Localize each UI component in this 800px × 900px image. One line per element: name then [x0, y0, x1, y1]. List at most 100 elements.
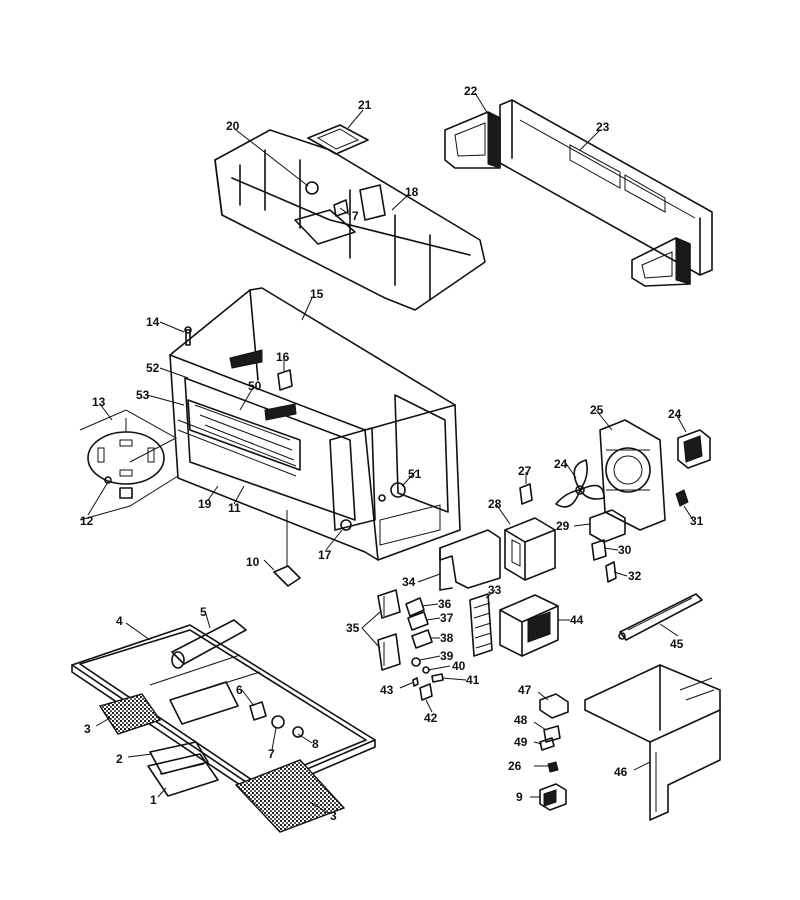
leader-lines — [87, 92, 694, 814]
callout-53: 53 — [136, 388, 150, 402]
callout-32: 32 — [628, 569, 642, 583]
air-guide-duct — [214, 129, 486, 311]
callout-44: 44 — [570, 613, 584, 627]
door-sensor — [277, 369, 293, 391]
lamp-socket — [169, 681, 267, 725]
wire-clamp — [675, 489, 689, 507]
callout-7-lower: 7 — [268, 747, 275, 761]
fuse-holder — [539, 725, 561, 751]
callout-16: 16 — [276, 350, 290, 364]
callout-1: 1 — [150, 793, 157, 807]
relay — [539, 693, 569, 719]
callout-43: 43 — [380, 683, 394, 697]
callout-24-fan: 24 — [554, 457, 568, 471]
callout-4: 4 — [116, 614, 123, 628]
callout-48: 48 — [514, 713, 528, 727]
callout-29: 29 — [556, 519, 570, 533]
callout-17: 17 — [318, 548, 332, 562]
callout-45: 45 — [670, 637, 684, 651]
micro-switch-upper — [405, 597, 425, 617]
noise-filter — [547, 761, 559, 773]
high-voltage-capacitor — [589, 509, 626, 543]
callout-8: 8 — [312, 737, 319, 751]
door-latch — [273, 510, 301, 587]
power-relay — [539, 783, 567, 811]
bracket-end-cap-left — [444, 111, 501, 169]
capacitor-clip — [591, 539, 607, 561]
callout-26: 26 — [508, 759, 522, 773]
callout-20: 20 — [226, 119, 240, 133]
lamp-bulb — [271, 715, 304, 738]
callout-46: 46 — [614, 765, 628, 779]
callout-36: 36 — [438, 597, 452, 611]
callout-9: 9 — [516, 790, 523, 804]
duct-screw — [305, 181, 349, 217]
magnetron — [504, 517, 556, 581]
callout-labels: 1 2 3 3 4 5 6 7 7 8 9 10 11 12 13 14 15 … — [80, 84, 704, 823]
fan-motor — [677, 429, 711, 469]
callout-23: 23 — [596, 120, 610, 134]
callout-14: 14 — [146, 315, 160, 329]
vent-grille-rod — [171, 619, 247, 669]
callout-28: 28 — [488, 497, 502, 511]
callout-22: 22 — [464, 84, 478, 98]
callout-12: 12 — [80, 514, 94, 528]
diode — [605, 561, 617, 583]
filter-cover — [307, 124, 369, 155]
callout-31: 31 — [690, 514, 704, 528]
fan-blade — [555, 459, 605, 508]
waveguide-cover — [177, 419, 297, 477]
callout-2: 2 — [116, 752, 123, 766]
callout-51: 51 — [408, 467, 422, 481]
callout-27: 27 — [518, 464, 532, 478]
oven-cavity — [169, 287, 461, 561]
callout-41: 41 — [466, 673, 480, 687]
interlock-switch-assembly — [377, 589, 401, 671]
light-cover — [147, 753, 219, 797]
callout-50: 50 — [248, 379, 262, 393]
high-voltage-transformer — [499, 594, 559, 657]
fan-duct-bracket — [599, 419, 666, 531]
callout-38: 38 — [440, 631, 454, 645]
callout-40: 40 — [452, 659, 466, 673]
callout-24-motor: 24 — [668, 407, 682, 421]
switch-screw — [412, 673, 444, 687]
callout-3-right: 3 — [330, 809, 337, 823]
callout-42: 42 — [424, 711, 438, 725]
micro-switch-lower — [411, 629, 433, 649]
light-cover-bar — [618, 593, 703, 641]
callout-30: 30 — [618, 543, 632, 557]
bracket-end-cap-right — [631, 237, 691, 287]
callout-11: 11 — [228, 501, 241, 515]
turntable-support — [79, 409, 179, 521]
callout-15: 15 — [310, 287, 324, 301]
callout-10: 10 — [246, 555, 260, 569]
callout-18: 18 — [405, 185, 419, 199]
callout-47: 47 — [518, 683, 532, 697]
grease-filter-left — [98, 693, 162, 735]
callout-39: 39 — [440, 649, 454, 663]
callout-6: 6 — [236, 683, 243, 697]
light-lens — [149, 741, 209, 775]
callout-19: 19 — [198, 497, 212, 511]
callout-25: 25 — [590, 403, 604, 417]
callout-37: 37 — [440, 611, 454, 625]
callout-3-left: 3 — [84, 722, 91, 736]
callout-5: 5 — [200, 605, 207, 619]
terminal-block — [469, 593, 493, 657]
callout-13: 13 — [92, 395, 106, 409]
magnetron-air-duct — [439, 529, 501, 591]
damper-assembly — [378, 482, 406, 502]
callout-52: 52 — [146, 361, 160, 375]
callout-34: 34 — [402, 575, 416, 589]
callout-21: 21 — [358, 98, 372, 112]
thermostat — [519, 483, 533, 505]
switch-actuator — [419, 683, 433, 701]
grease-filter-right — [234, 759, 346, 833]
cavity-stud — [184, 326, 192, 346]
callout-7-upper: 7 — [352, 209, 359, 223]
callout-49: 49 — [514, 735, 528, 749]
callout-35: 35 — [346, 621, 360, 635]
control-box-frame — [584, 664, 721, 821]
